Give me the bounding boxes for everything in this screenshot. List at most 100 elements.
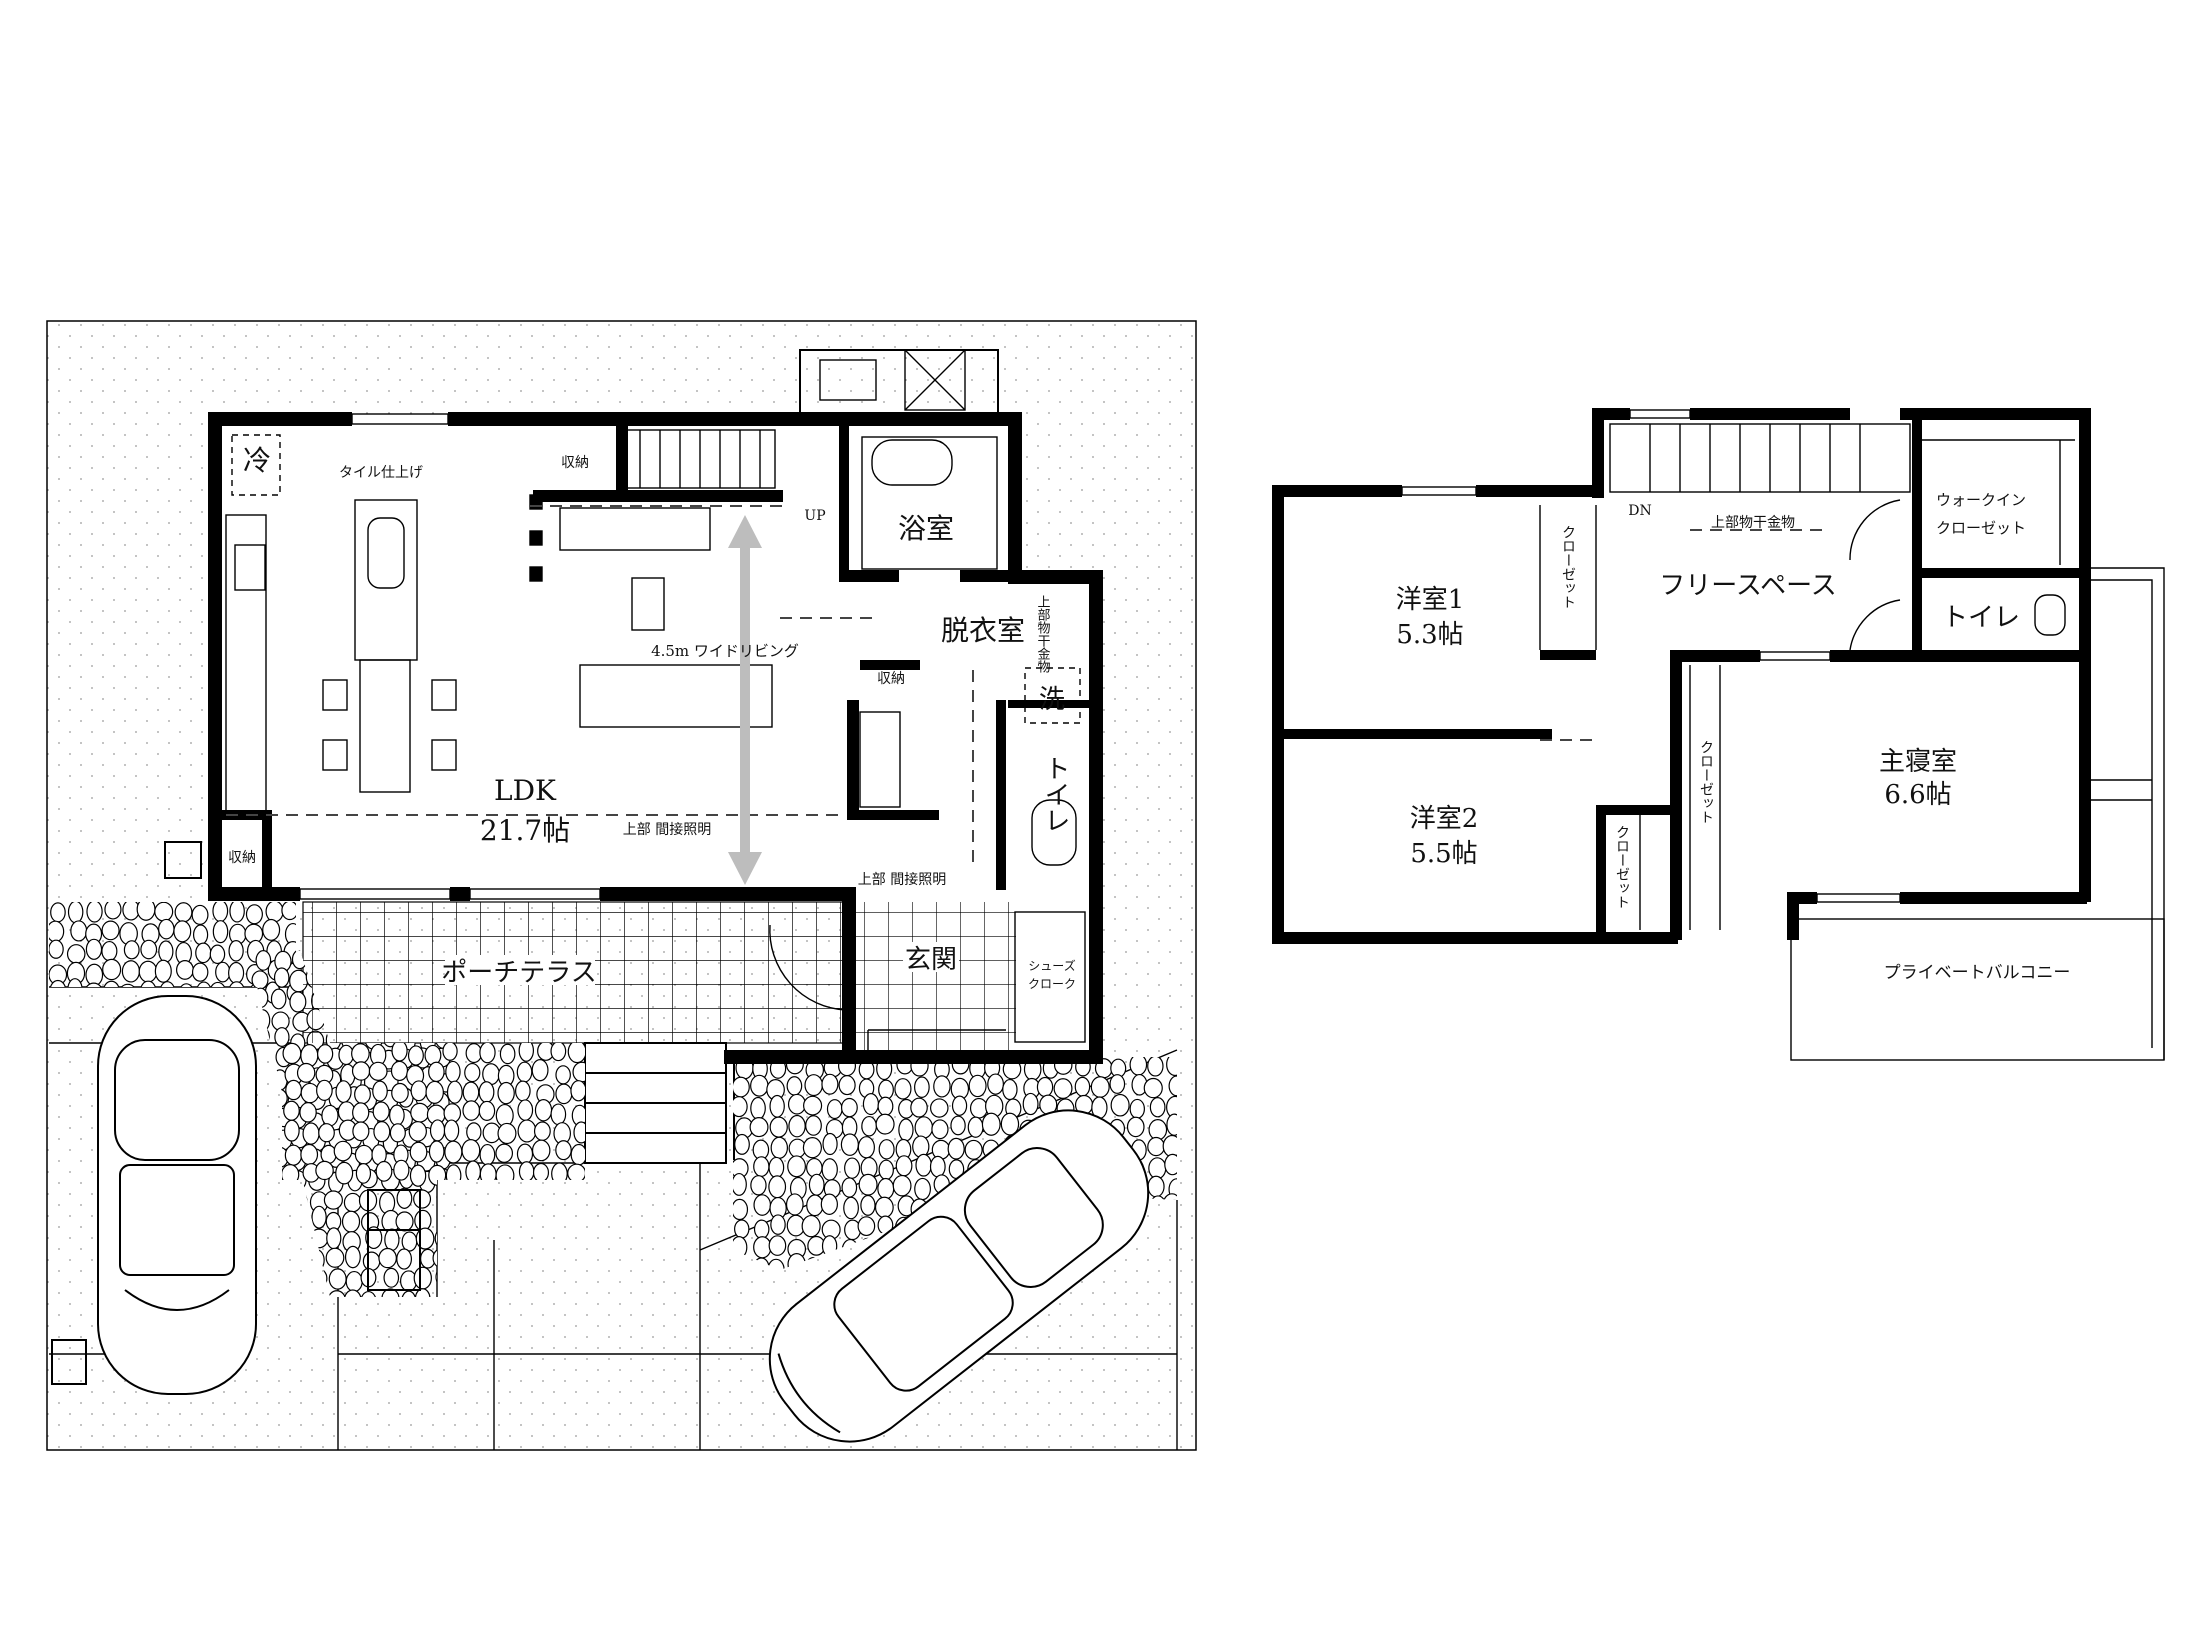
stone-icon — [465, 1160, 481, 1184]
stone-icon — [821, 1073, 839, 1095]
closet-label: クローゼット — [1614, 825, 1630, 909]
stone-icon — [862, 1093, 880, 1116]
stone-icon — [531, 1059, 549, 1082]
walk-in-closet-label: クローゼット — [1936, 519, 2026, 537]
stone-icon — [413, 1189, 432, 1209]
ldk-label: LDK — [494, 774, 557, 807]
stone-icon — [446, 1080, 463, 1104]
stone-icon — [820, 1193, 838, 1215]
stone-icon — [409, 1164, 427, 1187]
stone-icon — [802, 1136, 823, 1159]
stone-icon — [1148, 1119, 1168, 1141]
stone-icon — [1022, 1092, 1039, 1116]
toilet-icon — [1031, 799, 1077, 866]
storage-label: 収納 — [877, 671, 905, 687]
stone-icon — [174, 902, 193, 923]
stone-icon — [1036, 1076, 1054, 1098]
stone-icon — [212, 920, 229, 944]
fixtures — [1539, 423, 2075, 930]
stone-icon — [391, 1082, 409, 1104]
stone-icon — [428, 1061, 445, 1083]
washbasin — [859, 711, 901, 808]
stone-icon — [121, 960, 141, 983]
stone-icon — [315, 1160, 334, 1181]
stone-icon — [1110, 1093, 1130, 1117]
stone-icon — [101, 920, 120, 941]
fridge-label: 冷 — [243, 444, 271, 477]
stone-icon — [410, 1080, 428, 1102]
staircase — [619, 429, 776, 489]
stone-icon — [769, 1094, 785, 1118]
stone-icon — [462, 1100, 481, 1121]
stone-icon — [788, 1114, 806, 1138]
stone-icon — [328, 1268, 347, 1290]
stone-icon — [396, 1248, 413, 1270]
stone-icon — [964, 1139, 983, 1160]
stone-icon — [550, 1041, 567, 1062]
stone-icon — [102, 958, 122, 981]
stone-icon — [875, 1113, 895, 1135]
stone-icon — [734, 1133, 750, 1155]
stone-icon — [393, 1159, 410, 1181]
stone-icon — [462, 1081, 480, 1104]
stone-icon — [750, 1096, 766, 1120]
stone-icon — [461, 1139, 481, 1162]
stone-icon — [270, 988, 287, 1010]
indirect-lighting-lines — [226, 505, 974, 870]
stone-icon — [806, 1157, 823, 1178]
stone-icon — [372, 1101, 390, 1122]
stone-icon — [333, 1140, 353, 1162]
stone-icon — [892, 1174, 912, 1197]
stone-icon — [390, 1060, 409, 1082]
dressing-room-label: 脱衣室 — [941, 614, 1025, 647]
stone-icon — [389, 1104, 405, 1127]
stone-icon — [1143, 1077, 1163, 1099]
staircase — [1609, 423, 1911, 493]
stone-icon — [1074, 1076, 1091, 1097]
walk-in-closet-label: ウォークイン — [1936, 491, 2026, 509]
stone-icon — [769, 1116, 788, 1138]
stone-icon — [354, 1084, 371, 1105]
stone-icon — [389, 1123, 406, 1143]
stone-icon — [808, 1173, 825, 1196]
porch-terrace-label: ポーチテラス — [441, 958, 596, 988]
stone-icon — [840, 1133, 859, 1156]
stone-icon — [415, 1227, 435, 1250]
dining-table — [359, 659, 411, 793]
water-heater — [819, 359, 877, 401]
stone-icon — [355, 1163, 372, 1184]
stone-icon — [372, 1080, 388, 1102]
stone-icon — [154, 902, 174, 922]
stone-icon — [360, 1290, 377, 1297]
closet-label: クローゼット — [1698, 740, 1714, 824]
stone-icon — [414, 1288, 431, 1297]
stone-icon — [822, 1132, 838, 1156]
room1-size-label: 5.3帖 — [1396, 620, 1463, 650]
stone-icon — [285, 1079, 303, 1101]
stone-icon — [1000, 1112, 1020, 1136]
stone-icon — [750, 1175, 767, 1196]
house-floor1 — [208, 412, 1103, 1064]
stone-icon — [383, 1267, 400, 1288]
stone-icon — [987, 1073, 1004, 1095]
stone-icon — [351, 1043, 370, 1065]
floor1-labels: 冷 タイル仕上げ 収納 UP 浴室 脱衣室 上部物干金物 4.5m ワイドリビン… — [228, 444, 1076, 991]
stone-icon — [325, 1247, 345, 1268]
stone-icon — [947, 1137, 965, 1160]
stone-icon — [49, 920, 65, 943]
stone-icon — [255, 950, 272, 971]
room2-label: 洋室2 — [1410, 804, 1479, 834]
bathtub-icon — [871, 439, 953, 486]
stone-icon — [770, 1136, 789, 1159]
stone-icon — [283, 1119, 300, 1142]
stone-icon — [1149, 1097, 1166, 1118]
shoe-cloak-label: クローク — [1028, 977, 1076, 991]
stone-icon — [731, 1172, 747, 1196]
stone-icon — [968, 1074, 987, 1098]
storage-label: 収納 — [561, 455, 589, 471]
stone-icon — [531, 1139, 551, 1162]
stone-icon — [533, 1121, 551, 1141]
stone-icon — [567, 1163, 587, 1183]
stone-icon — [858, 1173, 878, 1196]
stone-icon — [352, 1121, 370, 1142]
